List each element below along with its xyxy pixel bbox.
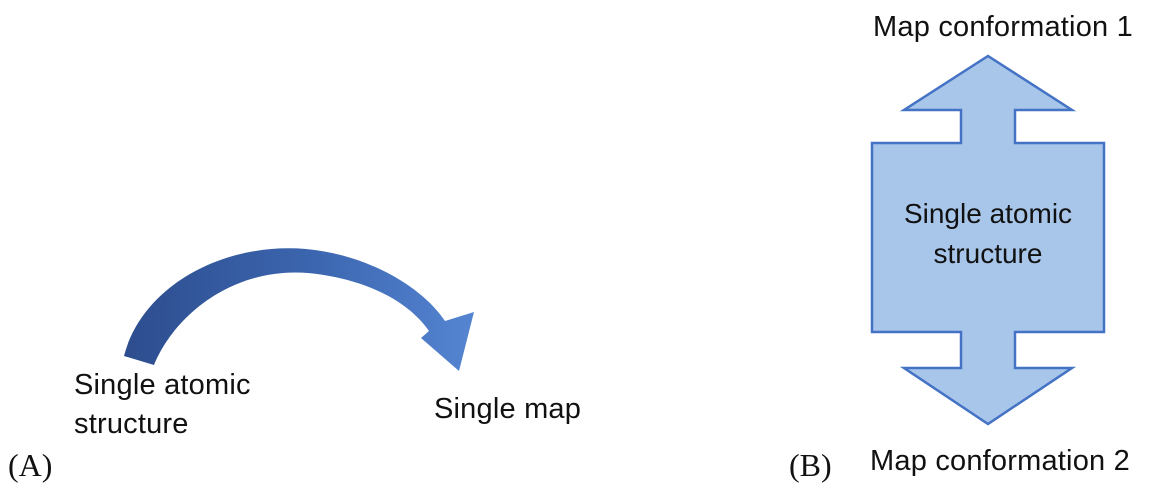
label-map-conformation-1: Map conformation 1 <box>873 11 1133 43</box>
curved-arrow-icon <box>124 248 474 371</box>
panel-b-tag: (B) <box>789 447 832 483</box>
panel-a-tag: (A) <box>8 447 53 483</box>
double-block-arrow-icon <box>870 54 1106 426</box>
label-single-map: Single map <box>434 393 582 425</box>
label-single-atomic-structure-a: Single atomic structure <box>74 369 251 440</box>
label-map-conformation-2: Map conformation 2 <box>870 445 1130 477</box>
double-block-arrow-shape <box>870 54 1106 426</box>
label-single-atomic-structure-b: Single atomic structure <box>903 198 1073 269</box>
curved-arrow-shape <box>124 248 474 371</box>
